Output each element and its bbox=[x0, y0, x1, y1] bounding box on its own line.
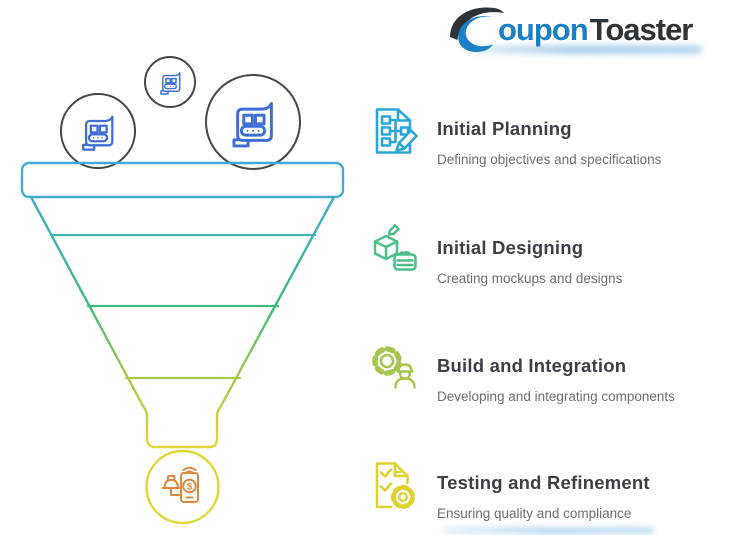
logo-c-swoosh-icon bbox=[450, 7, 504, 52]
dollar-sign: $ bbox=[187, 481, 193, 492]
stage-item-build-and-integration: Build and Integration Developing and int… bbox=[368, 340, 675, 404]
checklist-gear-icon bbox=[375, 462, 416, 510]
funnel-cone bbox=[29, 195, 336, 449]
stage-title: Testing and Refinement bbox=[437, 472, 650, 493]
logo-text-toaster: Toaster bbox=[589, 11, 694, 47]
stage-description: Ensuring quality and compliance bbox=[437, 506, 632, 521]
mobile-payment-icon: $ bbox=[161, 466, 199, 503]
stage-description: Defining objectives and specifications bbox=[437, 152, 662, 167]
planning-document-pencil-icon bbox=[375, 108, 418, 154]
bottom-underline-glow bbox=[442, 527, 654, 534]
stage-item-initial-planning: Initial Planning Defining objectives and… bbox=[368, 103, 661, 167]
logo-underline-glow bbox=[471, 45, 703, 54]
stage-item-initial-designing: Initial Designing Creating mockups and d… bbox=[368, 222, 622, 286]
gear-engineer-icon bbox=[372, 346, 416, 389]
funnel-diagram: $ bbox=[20, 56, 345, 525]
stage-item-testing-and-refinement: Testing and Refinement Ensuring quality … bbox=[368, 457, 650, 521]
stage-title: Initial Designing bbox=[437, 237, 584, 258]
stage-description: Developing and integrating components bbox=[437, 389, 675, 404]
funnel-rim bbox=[20, 161, 345, 199]
stage-title: Initial Planning bbox=[437, 118, 572, 139]
logo-text-coupon: oupon bbox=[498, 11, 589, 47]
coupontoaster-logo: oupon Toaster bbox=[447, 3, 703, 55]
stage-title: Build and Integration bbox=[437, 355, 627, 376]
design-box-card-icon bbox=[373, 224, 417, 271]
stage-description: Creating mockups and designs bbox=[437, 271, 623, 286]
